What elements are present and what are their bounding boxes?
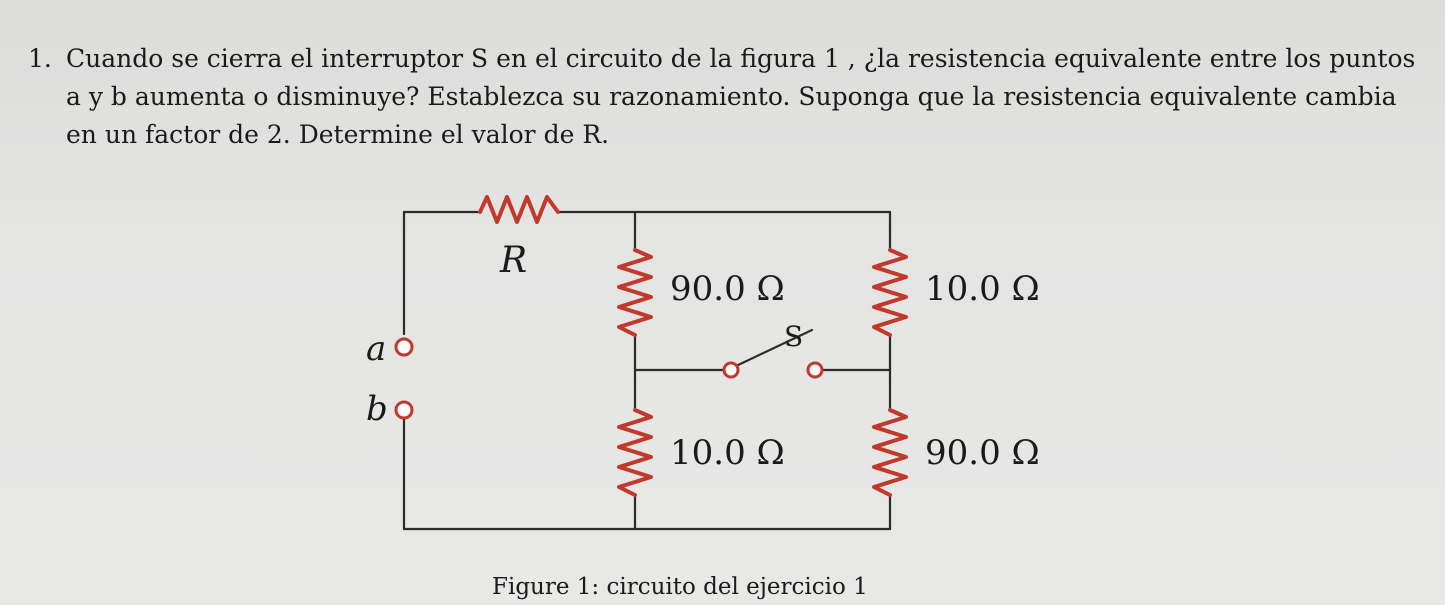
problem-line-3: en un factor de 2. Determine el valor de…: [66, 120, 610, 149]
label-bottom-right: 90.0 Ω: [925, 433, 1040, 473]
label-a: a: [366, 329, 386, 369]
resistor-top-left: [617, 248, 653, 337]
problem-number: 1.: [28, 44, 52, 73]
switch-contact-right: [806, 361, 824, 379]
terminal-b: [394, 400, 414, 420]
label-top-left: 90.0 Ω: [670, 269, 785, 309]
problem-line-2: a y b aumenta o disminuye? Establezca su…: [66, 82, 1397, 111]
resistor-r: [478, 195, 560, 224]
problem-line-1: Cuando se cierra el interruptor S en el …: [66, 44, 1416, 73]
terminal-a: [394, 337, 414, 357]
label-switch: S: [784, 320, 803, 353]
figure-caption: Figure 1: circuito del ejercicio 1: [492, 574, 868, 600]
label-top-right: 10.0 Ω: [925, 269, 1040, 309]
resistor-bottom-right: [872, 408, 908, 497]
resistor-top-right: [872, 248, 908, 337]
switch-contact-left: [722, 361, 740, 379]
resistor-bottom-left: [617, 408, 653, 497]
label-bottom-left: 10.0 Ω: [670, 433, 785, 473]
label-b: b: [366, 389, 388, 429]
switch-blade: [734, 328, 814, 368]
label-r: R: [499, 240, 527, 281]
